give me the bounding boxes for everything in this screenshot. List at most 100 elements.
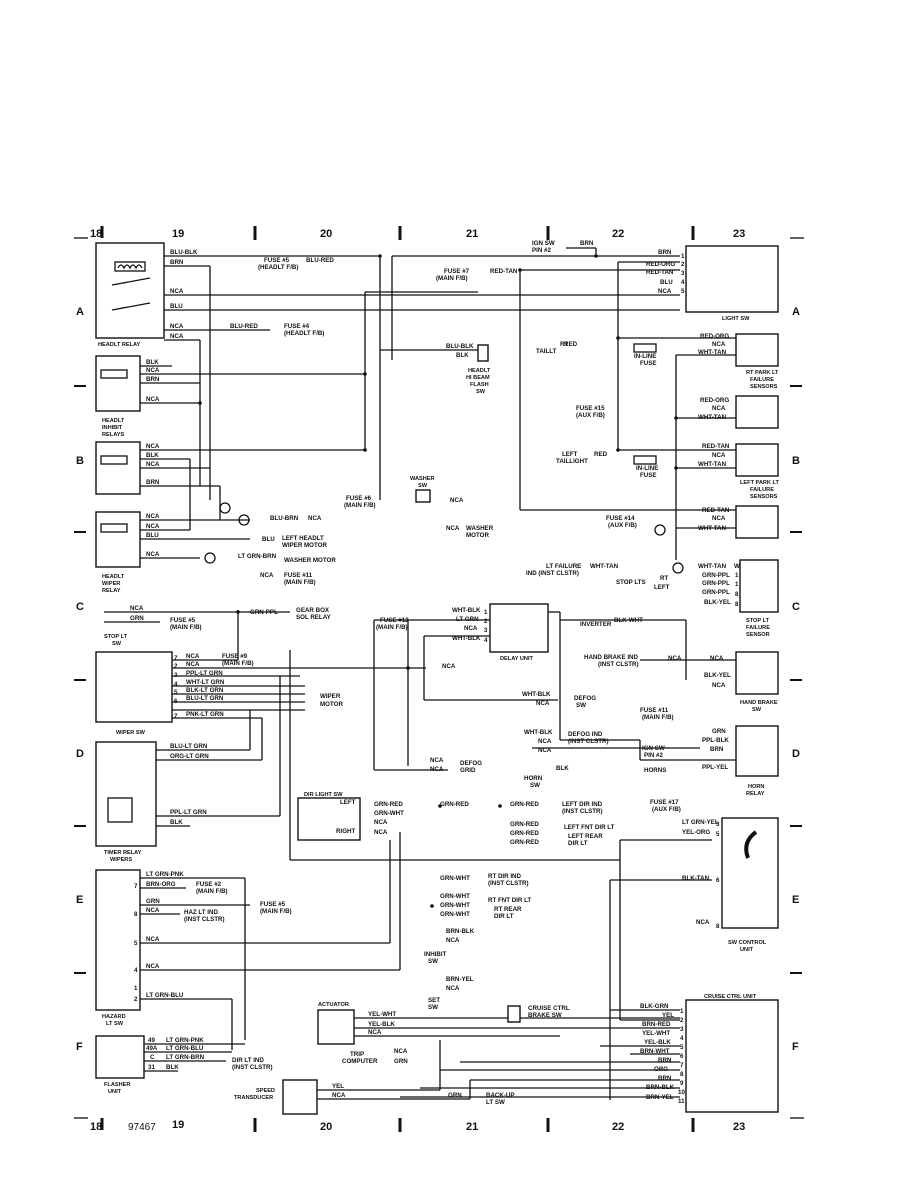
trip-nca: NCA [394, 1048, 408, 1055]
lfs-wht: WHT-TAN [698, 461, 727, 468]
lfs-red-tan: RED-TAN [702, 443, 730, 450]
trip-2: COMPUTER [342, 1058, 378, 1065]
blu-red-2: BLU-RED [230, 323, 258, 330]
stop-lts: STOP LTS [616, 579, 646, 586]
cc-brn-yel: BRN-YEL [646, 1094, 674, 1101]
washer-motor-1: WASHER [466, 525, 494, 532]
washer-sw-label-2: SW [418, 483, 428, 489]
fuse9-2: (MAIN F/B) [222, 660, 254, 667]
right-labels: IGN SW PIN #2 BRN BRN RED-ORG RED-TAN BL… [222, 240, 731, 1101]
defog-nca: NCA [536, 700, 550, 707]
du-pin-2: 2 [484, 618, 488, 625]
hb-nca-3: NCA [712, 682, 726, 689]
rts2-wht: WHT-TAN [698, 414, 727, 421]
fuse6-2: (MAIN F/B) [344, 502, 376, 509]
dl-nca: NCA [374, 819, 388, 826]
stop-left: LEFT [654, 584, 670, 591]
ls-pin-2: 2 [681, 261, 685, 268]
cc-pin-3: 3 [680, 1026, 684, 1033]
timer-blu: BLU-LT GRN [170, 743, 208, 750]
du-pin-4: 4 [484, 637, 488, 644]
wiper-sw-wires: NCA NCA PPL-LT GRN WHT-LT GRN BLK-LT GRN… [172, 653, 343, 719]
hb-ind-1: HAND BRAKE IND [584, 654, 639, 661]
cc-pin-2: 2 [680, 1017, 684, 1024]
set-sw-1: SET [428, 997, 440, 1004]
gear-grn-ppl: GRN-PPL [250, 609, 278, 616]
inline2-1: IN-LINE [636, 465, 658, 472]
hz-pin-5: 5 [134, 940, 138, 947]
ign-sw-1: IGN SW [532, 240, 555, 247]
left-sensor-label-2: FAILURE [750, 487, 774, 493]
nca-fuse11: NCA [260, 572, 274, 579]
wire-nca-3: NCA [170, 333, 184, 340]
gear-box-1: GEAR BOX [296, 607, 330, 614]
st-nca: NCA [332, 1092, 346, 1099]
fuse2-2: (MAIN F/B) [196, 888, 228, 895]
inhibit-label-2: INHIBIT [102, 425, 123, 431]
actuator-label: ACTUATOR [318, 1002, 349, 1008]
horn-blk: BLK [556, 765, 569, 772]
set-brn-yel: BRN-YEL [446, 976, 474, 983]
ws-pin-4: 4 [174, 681, 178, 688]
wiper-sw: WIPER SW [95, 651, 173, 736]
inh-nca-2: NCA [146, 396, 160, 403]
fl-brn: LT GRN-BRN [166, 1054, 205, 1061]
timer-label-2: WIPERS [110, 857, 132, 863]
left-headlt-1: LEFT HEADLT [282, 535, 324, 542]
cc-pin-7: 7 [680, 1062, 684, 1069]
wsw-nca-2: NCA [186, 661, 200, 668]
grid-bottom: 18 97467 19 20 21 22 23 [74, 1117, 804, 1133]
col-19-top: 19 [172, 228, 184, 240]
row-d-left: D [76, 748, 84, 760]
defog-wht-blk: WHT-BLK [522, 691, 551, 698]
du-pin-1: 1 [484, 609, 488, 616]
swc-pin-8: 8 [716, 923, 720, 930]
hibeam-label-2: HI BEAM [466, 375, 490, 381]
washer-nca-2: NCA [446, 525, 460, 532]
sss-grn3: GRN-PPL [702, 589, 730, 596]
wr-nca-3: NCA [146, 551, 160, 558]
ls-pin-4: 4 [681, 279, 685, 286]
grid-nca-2: NCA [430, 766, 444, 773]
inh-brn: BRN [146, 376, 160, 383]
ign-sw2-2: PIN #2 [644, 752, 663, 759]
rt-sensor-label-2: FAILURE [750, 377, 774, 383]
hz-pin-8: 8 [134, 911, 138, 918]
haz-grn: GRN [146, 898, 160, 905]
wiper-relay-label-3: RELAY [102, 588, 121, 594]
dl-left: LEFT [340, 799, 356, 806]
wiper-relay-label-2: WIPER [102, 581, 120, 587]
du-nca-2: NCA [442, 663, 456, 670]
washer-motor-lbl: WASHER MOTOR [284, 557, 336, 564]
sw-control-unit: SW CONTROL UNIT [721, 817, 779, 953]
dl-grn-red-6: GRN-RED [510, 839, 539, 846]
row-b-right: B [792, 455, 800, 467]
red-tan-lbl: RED-TAN [490, 268, 518, 275]
lfs2-wht: WHT-TAN [698, 525, 727, 532]
hr-ppl-blk: PPL-BLK [702, 737, 729, 744]
du-lt-grn: LT GRN [456, 616, 479, 623]
backup-2: LT SW [486, 1099, 505, 1106]
hb-blk: BLK [456, 352, 469, 359]
col-22-bottom: 22 [612, 1121, 624, 1133]
hibeam-label-4: SW [476, 389, 486, 395]
left-tail-2: TAILLIGHT [556, 458, 588, 465]
headlt-relay-wires: BLU-BLK BRN NCA BLU NCA NCA [164, 249, 680, 341]
ls-pin-5: 5 [681, 288, 685, 295]
rt-dir-ind-2: (INST CLSTR) [488, 880, 529, 887]
swc-pin-6: 6 [716, 877, 720, 884]
du-wht-blk-2: WHT-BLK [452, 635, 481, 642]
lfs-nca: NCA [712, 452, 726, 459]
dl-grn-wht: GRN-WHT [374, 810, 404, 817]
left-fnt-dir: LEFT FNT DIR LT [564, 824, 615, 831]
cruise-pins: 1 2 3 4 5 6 7 8 9 10 11 [678, 1008, 685, 1105]
row-a-right: A [792, 306, 800, 318]
fuse11-1: FUSE #11 [284, 572, 313, 579]
dirlt-label: DIR LIGHT SW [304, 792, 343, 798]
haz-nca: NCA [146, 907, 160, 914]
fuse11m-1: FUSE #11 [640, 707, 669, 714]
rd-grn-wht-3: GRN-WHT [440, 902, 470, 909]
cc-org: ORG [654, 1066, 668, 1073]
ls-red-tan: RED-TAN [646, 269, 674, 276]
hb-ind-2: (INST CLSTR) [598, 661, 639, 668]
